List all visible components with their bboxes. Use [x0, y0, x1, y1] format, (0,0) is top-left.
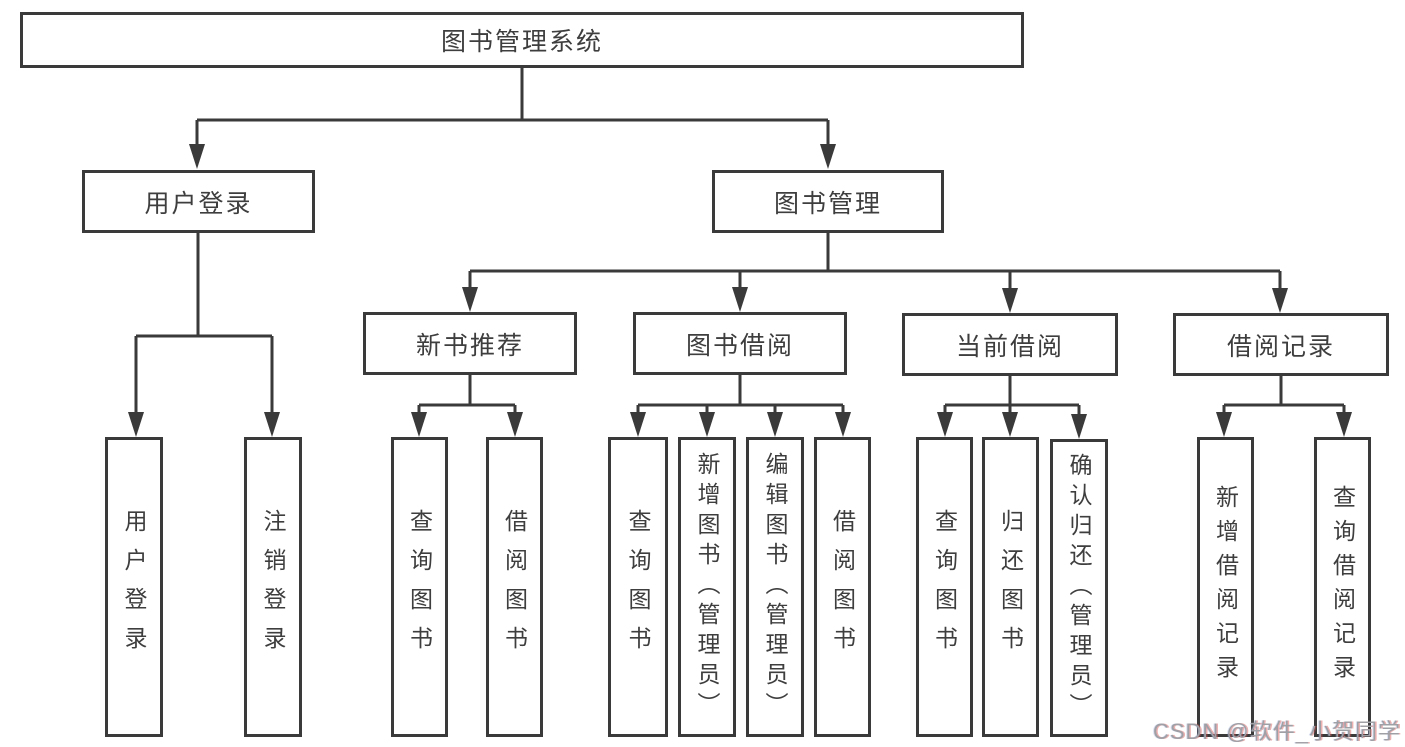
node-leaf-add-borrow-record: 新增借阅记录 [1197, 437, 1254, 737]
node-leaf-edit-books-admin: 编辑图书（管理员） [746, 437, 804, 737]
arrowhead [128, 412, 144, 437]
node-leaf-query-borrow-record: 查询借阅记录 [1314, 437, 1371, 737]
node-book-management: 图书管理 [712, 170, 944, 233]
arrowhead [462, 287, 478, 312]
arrowhead [630, 412, 646, 437]
arrowhead [1272, 288, 1288, 313]
arrowhead [1071, 414, 1087, 439]
arrowhead [189, 144, 205, 169]
arrowhead [264, 412, 280, 437]
arrowhead [411, 412, 427, 437]
new-rec-branch-line [417, 375, 517, 418]
arrowhead [1216, 412, 1232, 437]
node-leaf-confirm-return-admin: 确认归还（管理员） [1050, 439, 1108, 737]
node-leaf-logout: 注销登录 [244, 437, 302, 737]
arrowhead [1002, 288, 1018, 313]
arrowhead [507, 412, 523, 437]
node-leaf-query-books-2: 查询图书 [608, 437, 668, 737]
arrowhead [699, 412, 715, 437]
current-borrow-branch-line [943, 376, 1081, 420]
node-leaf-return-books: 归还图书 [982, 437, 1039, 737]
arrowhead [835, 412, 851, 437]
arrowhead [820, 144, 836, 169]
node-leaf-user-login: 用户登录 [105, 437, 163, 737]
node-current-borrow: 当前借阅 [902, 313, 1118, 376]
node-user-login: 用户登录 [82, 170, 315, 233]
arrowhead [1336, 412, 1352, 437]
root-branch-line [195, 68, 830, 150]
node-leaf-query-books-1: 查询图书 [391, 437, 448, 737]
csdn-watermark: CSDN @软件_小贺同学 [1152, 719, 1401, 744]
arrowhead [1002, 412, 1018, 437]
arrowhead [937, 412, 953, 437]
book-borrow-branch-line [636, 375, 845, 418]
node-leaf-query-books-3: 查询图书 [916, 437, 973, 737]
node-leaf-borrow-books-2: 借阅图书 [814, 437, 871, 737]
user-login-branch-line [134, 233, 274, 418]
arrowhead [732, 287, 748, 312]
arrowhead [767, 412, 783, 437]
node-root: 图书管理系统 [20, 12, 1024, 68]
node-book-borrow: 图书借阅 [633, 312, 847, 375]
node-leaf-borrow-books-1: 借阅图书 [486, 437, 543, 737]
records-branch-line [1222, 376, 1346, 418]
node-leaf-add-books-admin: 新增图书（管理员） [678, 437, 736, 737]
book-mgmt-branch-line [468, 233, 1282, 293]
node-borrow-records: 借阅记录 [1173, 313, 1389, 376]
node-new-book-recommend: 新书推荐 [363, 312, 577, 375]
